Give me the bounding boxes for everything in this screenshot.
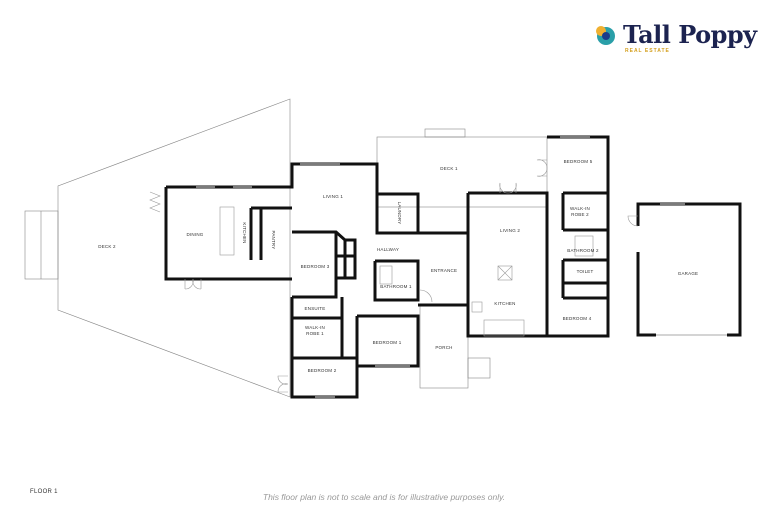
walls xyxy=(164,135,742,399)
label-dining: DINING xyxy=(187,232,204,237)
label-walkin-robe-2: WALK-IN xyxy=(570,206,590,211)
label-bedroom-1: BEDROOM 1 xyxy=(373,340,402,345)
label-garage: GARAGE xyxy=(678,271,698,276)
label-porch: PORCH xyxy=(435,345,452,350)
brand-tagline: REAL ESTATE xyxy=(625,48,670,54)
label-bathroom-2: BATHROOM 2 xyxy=(567,248,599,253)
label-kitchen-b: KITCHEN xyxy=(494,301,515,306)
doors-and-fixtures xyxy=(149,159,639,393)
brand-logo: Tall Poppy REAL ESTATE xyxy=(596,20,757,58)
poppy-logo-icon xyxy=(596,26,615,45)
label-bedroom-4: BEDROOM 4 xyxy=(563,316,592,321)
label-living-1: LIVING 1 xyxy=(323,194,343,199)
porch-outline xyxy=(419,304,491,389)
label-living-2: LIVING 2 xyxy=(500,228,520,233)
label-laundry: LAUNDRY xyxy=(397,202,402,225)
brand-name: Tall Poppy xyxy=(623,20,757,49)
deck-2-outline xyxy=(24,98,291,398)
label-walkin-robe-2b: ROBE 2 xyxy=(571,212,589,217)
windows xyxy=(196,136,727,398)
label-pantry: PANTRY xyxy=(271,230,276,249)
label-bedroom-5: BEDROOM 5 xyxy=(564,159,593,164)
label-entrance: ENTRANCE xyxy=(431,268,457,273)
label-bedroom-2: BEDROOM 2 xyxy=(308,368,337,373)
label-bedroom-3: BEDROOM 3 xyxy=(301,264,330,269)
label-deck-2: DECK 2 xyxy=(98,244,116,249)
label-ensuite: ENSUITE xyxy=(305,306,326,311)
floor-label: FLOOR 1 xyxy=(30,489,58,495)
label-deck-1: DECK 1 xyxy=(440,166,458,171)
label-kitchen-a: KITCHEN xyxy=(242,222,247,243)
label-walkin-robe-1b: ROBE 1 xyxy=(306,331,324,336)
label-walkin-robe-1: WALK-IN xyxy=(305,325,325,330)
label-bathroom-1: BATHROOM 1 xyxy=(380,284,412,289)
disclaimer-text: This floor plan is not to scale and is f… xyxy=(262,492,506,502)
label-hallway: HALLWAY xyxy=(377,247,399,252)
label-toilet: TOILET xyxy=(577,269,594,274)
room-labels: DECK 2 DINING KITCHEN PANTRY LIVING 1 BE… xyxy=(98,159,698,373)
